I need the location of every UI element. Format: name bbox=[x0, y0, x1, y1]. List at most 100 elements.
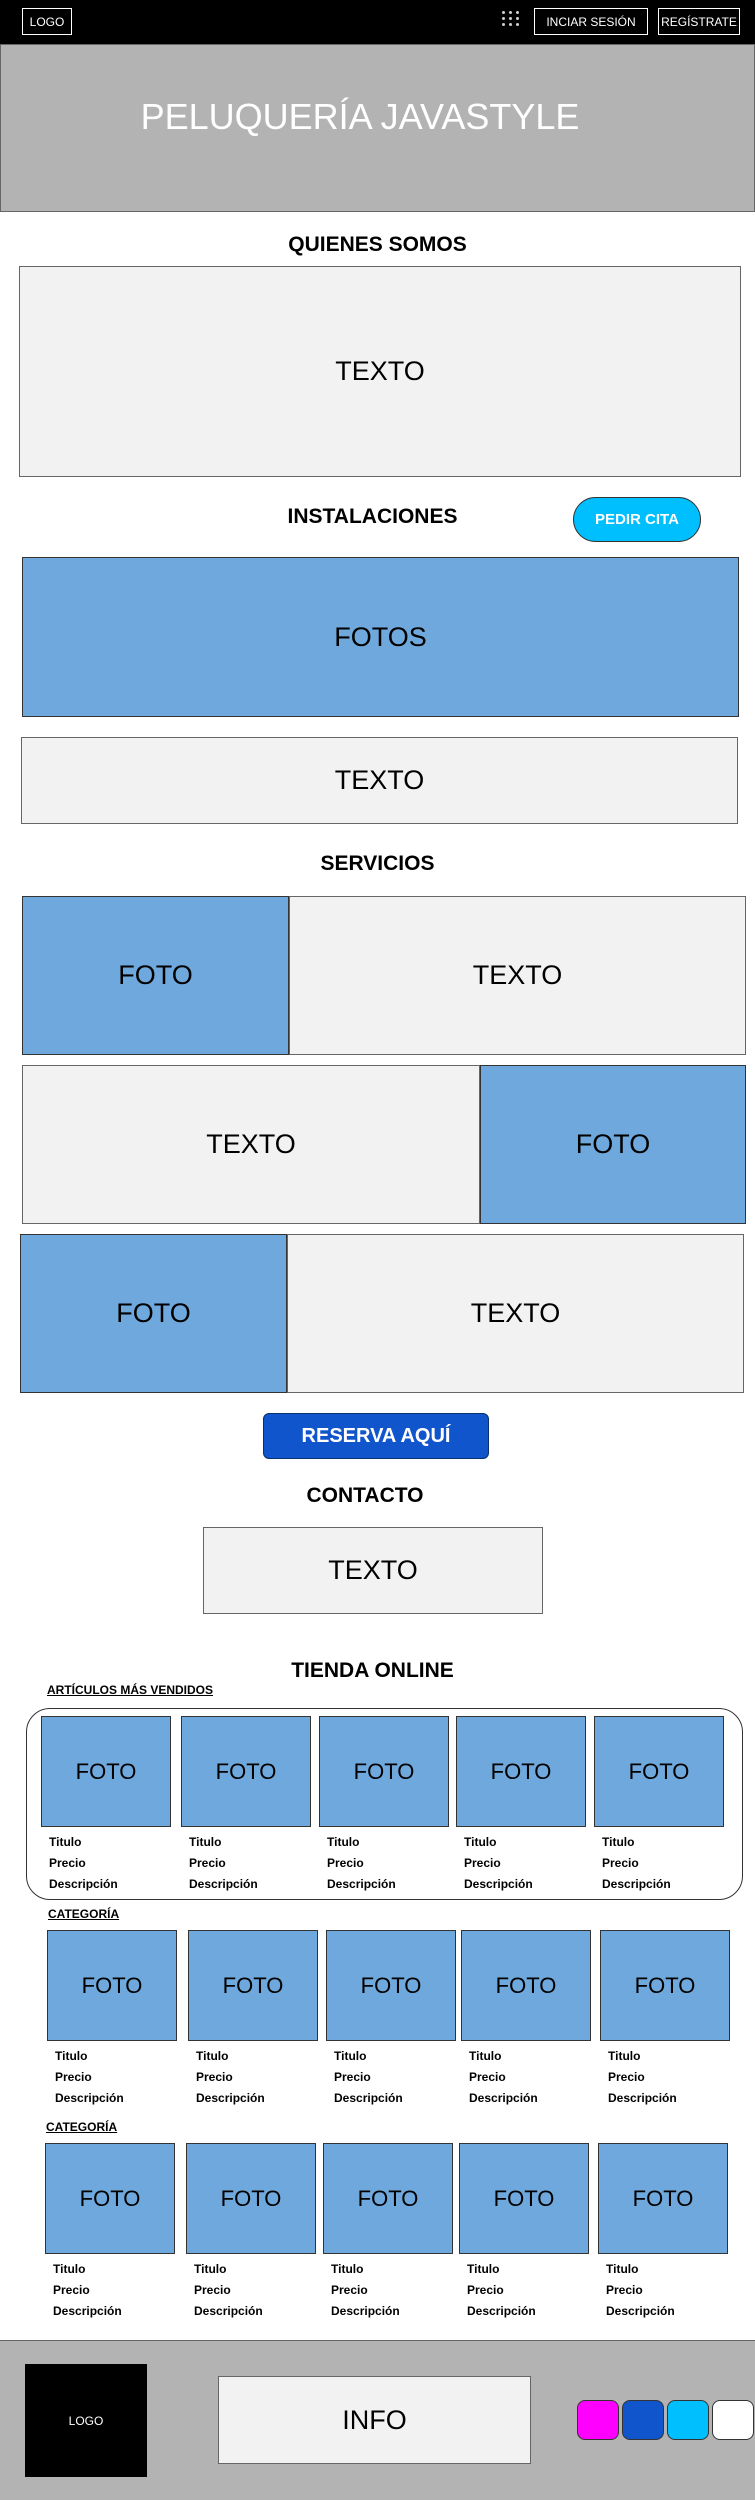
product-photo[interactable]: FOTO bbox=[594, 1716, 724, 1827]
login-button[interactable]: INCIAR SESIÓN bbox=[534, 8, 648, 35]
product-price: Precio bbox=[467, 2283, 504, 2297]
product-title: Titulo bbox=[464, 1835, 497, 1849]
product-photo[interactable]: FOTO bbox=[461, 1930, 591, 2041]
product-price: Precio bbox=[196, 2070, 233, 2084]
product-photo[interactable]: FOTO bbox=[47, 1930, 177, 2041]
footer-logo: LOGO bbox=[25, 2364, 147, 2477]
product-price: Precio bbox=[464, 1856, 501, 1870]
category-1-title[interactable]: CATEGORÍA bbox=[48, 1907, 120, 1921]
product-title: Titulo bbox=[469, 2049, 502, 2063]
shop-title: TIENDA ONLINE bbox=[291, 1659, 454, 1682]
facilities-photos: FOTOS bbox=[22, 557, 739, 717]
product-title: Titulo bbox=[608, 2049, 641, 2063]
service-2-photo: FOTO bbox=[480, 1065, 746, 1224]
product-description: Descripción bbox=[189, 1877, 258, 1891]
product-description: Descripción bbox=[327, 1877, 396, 1891]
swatch-magenta[interactable] bbox=[577, 2400, 619, 2440]
footer-color-swatches bbox=[577, 2400, 754, 2440]
contact-text-box: TEXTO bbox=[203, 1527, 543, 1614]
swatch-blue[interactable] bbox=[622, 2400, 664, 2440]
service-1-photo: FOTO bbox=[22, 896, 289, 1055]
product-title: Titulo bbox=[327, 1835, 360, 1849]
service-3-text: TEXTO bbox=[287, 1234, 744, 1393]
top-navbar: LOGO INCIAR SESIÓN REGÍSTRATE bbox=[0, 0, 755, 44]
product-photo[interactable]: FOTO bbox=[45, 2143, 175, 2254]
service-2-text: TEXTO bbox=[22, 1065, 480, 1224]
about-text-box: TEXTO bbox=[19, 266, 741, 477]
product-price: Precio bbox=[334, 2070, 371, 2084]
swatch-cyan[interactable] bbox=[667, 2400, 709, 2440]
product-title: Titulo bbox=[606, 2262, 639, 2276]
product-title: Titulo bbox=[334, 2049, 367, 2063]
contact-title: CONTACTO bbox=[306, 1484, 424, 1507]
product-price: Precio bbox=[331, 2283, 368, 2297]
product-description: Descripción bbox=[467, 2304, 536, 2318]
header-logo[interactable]: LOGO bbox=[22, 8, 72, 35]
product-description: Descripción bbox=[602, 1877, 671, 1891]
product-description: Descripción bbox=[334, 2091, 403, 2105]
product-title: Titulo bbox=[331, 2262, 364, 2276]
facilities-text-box: TEXTO bbox=[21, 737, 738, 824]
product-title: Titulo bbox=[53, 2262, 86, 2276]
facilities-title: INSTALACIONES bbox=[287, 505, 458, 528]
product-title: Titulo bbox=[49, 1835, 82, 1849]
product-price: Precio bbox=[189, 1856, 226, 1870]
category-2-title[interactable]: CATEGORÍA bbox=[46, 2120, 118, 2134]
product-price: Precio bbox=[194, 2283, 231, 2297]
product-photo[interactable]: FOTO bbox=[326, 1930, 456, 2041]
product-price: Precio bbox=[469, 2070, 506, 2084]
product-price: Precio bbox=[602, 1856, 639, 1870]
product-description: Descripción bbox=[608, 2091, 677, 2105]
hero-banner bbox=[0, 44, 755, 212]
product-title: Titulo bbox=[196, 2049, 229, 2063]
services-title: SERVICIOS bbox=[320, 852, 435, 875]
register-button[interactable]: REGÍSTRATE bbox=[658, 8, 740, 35]
about-title: QUIENES SOMOS bbox=[288, 233, 467, 256]
product-title: Titulo bbox=[55, 2049, 88, 2063]
product-description: Descripción bbox=[194, 2304, 263, 2318]
product-description: Descripción bbox=[49, 1877, 118, 1891]
book-appointment-button[interactable]: PEDIR CITA bbox=[573, 497, 701, 542]
reserve-button[interactable]: RESERVA AQUÍ bbox=[263, 1413, 489, 1459]
product-photo[interactable]: FOTO bbox=[323, 2143, 453, 2254]
product-photo[interactable]: FOTO bbox=[459, 2143, 589, 2254]
product-photo[interactable]: FOTO bbox=[600, 1930, 730, 2041]
product-photo[interactable]: FOTO bbox=[181, 1716, 311, 1827]
product-photo[interactable]: FOTO bbox=[456, 1716, 586, 1827]
product-description: Descripción bbox=[606, 2304, 675, 2318]
product-description: Descripción bbox=[53, 2304, 122, 2318]
product-price: Precio bbox=[55, 2070, 92, 2084]
product-title: Titulo bbox=[194, 2262, 227, 2276]
footer-info-box: INFO bbox=[218, 2376, 531, 2464]
product-price: Precio bbox=[327, 1856, 364, 1870]
bestsellers-carousel bbox=[26, 1708, 743, 1900]
product-photo[interactable]: FOTO bbox=[41, 1716, 171, 1827]
product-description: Descripción bbox=[55, 2091, 124, 2105]
product-description: Descripción bbox=[464, 1877, 533, 1891]
grid-menu-icon[interactable] bbox=[502, 11, 520, 26]
product-price: Precio bbox=[606, 2283, 643, 2297]
bestsellers-title: ARTÍCULOS MÁS VENDIDOS bbox=[47, 1683, 214, 1697]
hero-title: PELUQUERÍA JAVASTYLE bbox=[140, 96, 580, 137]
product-photo[interactable]: FOTO bbox=[598, 2143, 728, 2254]
product-price: Precio bbox=[53, 2283, 90, 2297]
product-photo[interactable]: FOTO bbox=[188, 1930, 318, 2041]
swatch-white[interactable] bbox=[712, 2400, 754, 2440]
product-description: Descripción bbox=[469, 2091, 538, 2105]
product-description: Descripción bbox=[331, 2304, 400, 2318]
product-photo[interactable]: FOTO bbox=[319, 1716, 449, 1827]
product-title: Titulo bbox=[467, 2262, 500, 2276]
product-photo[interactable]: FOTO bbox=[186, 2143, 316, 2254]
